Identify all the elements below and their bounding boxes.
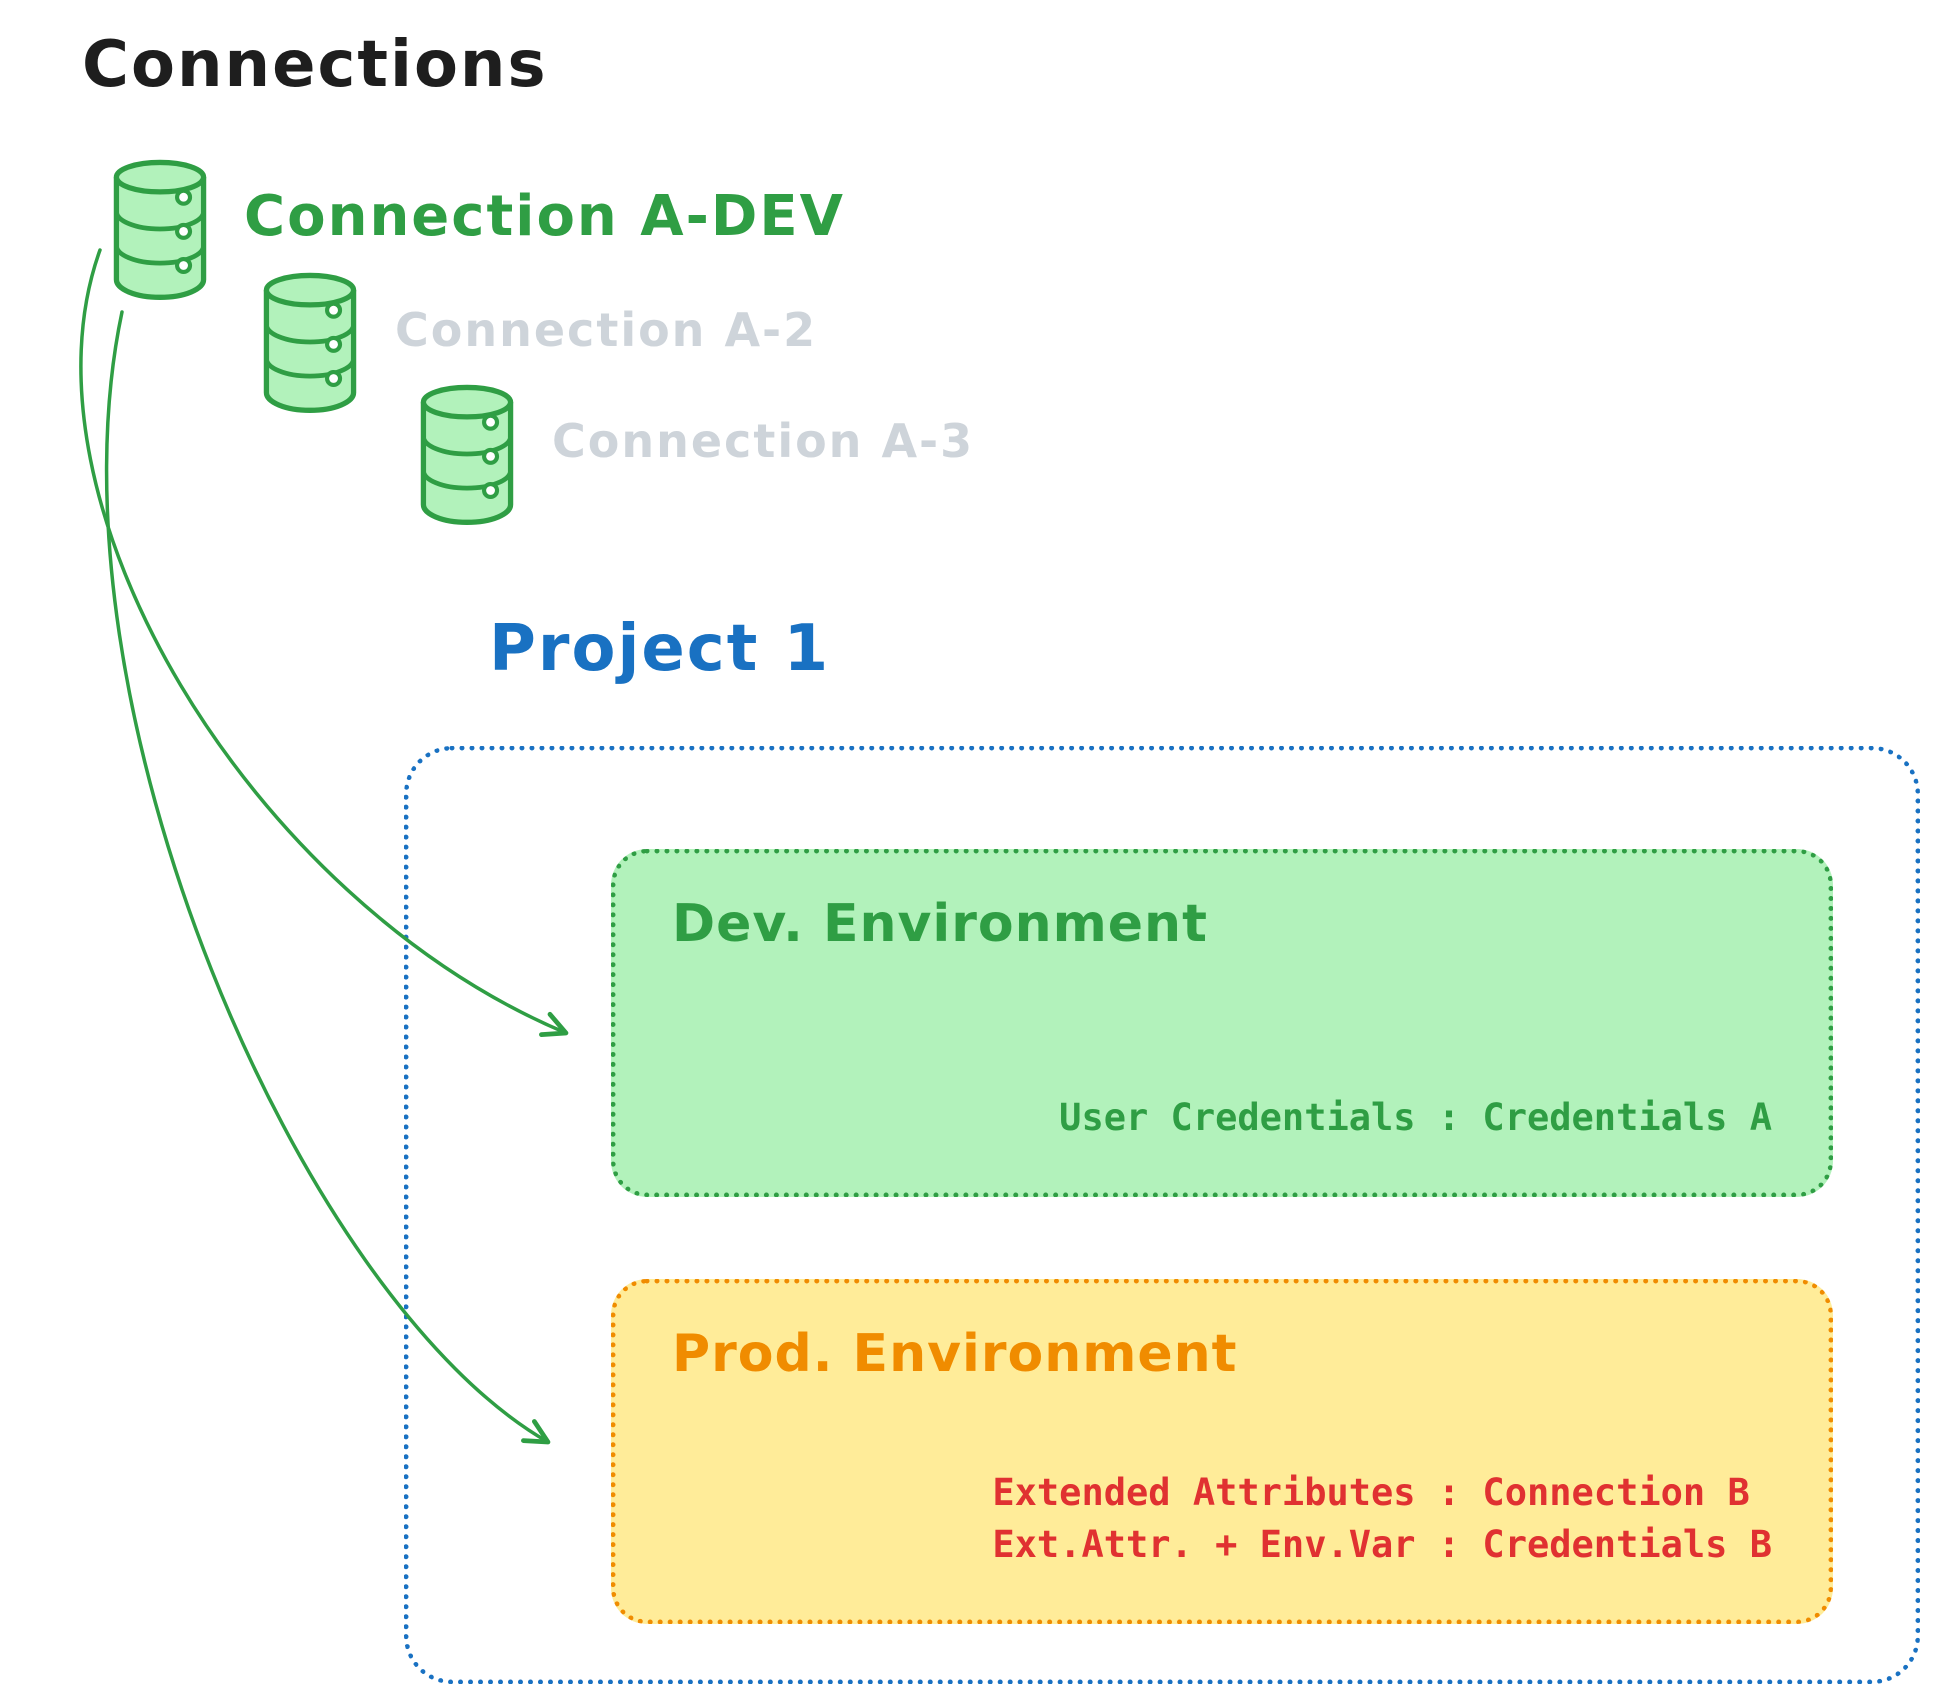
- ext-attr-env-var-line: Ext.Attr. + Env.Var : Credentials B: [992, 1523, 1772, 1566]
- connection-a-2-label: Connection A-2: [395, 303, 818, 357]
- connection-a-3: [414, 382, 520, 526]
- database-icon: [113, 159, 207, 300]
- database-icon: [420, 384, 514, 525]
- connection-a-dev: [107, 157, 213, 301]
- dev-environment-credentials: User Credentials : Credentials A: [1059, 1092, 1772, 1144]
- database-icon: [263, 272, 357, 413]
- prod-environment-box: Prod. Environment Extended Attributes : …: [611, 1279, 1833, 1624]
- dev-environment-title: Dev. Environment: [672, 894, 1208, 954]
- connection-a-dev-label: Connection A-DEV: [244, 184, 845, 249]
- diagram-title: Connections: [82, 28, 548, 102]
- user-credentials-line: User Credentials : Credentials A: [1059, 1096, 1772, 1139]
- prod-environment-credentials: Extended Attributes : Connection B Ext.A…: [992, 1467, 1772, 1571]
- project-title: Project 1: [489, 612, 831, 686]
- prod-environment-title: Prod. Environment: [672, 1324, 1238, 1384]
- connection-a-3-label: Connection A-3: [552, 414, 975, 468]
- dev-environment-box: Dev. Environment User Credentials : Cred…: [611, 849, 1833, 1197]
- connection-a-2: [257, 270, 363, 414]
- extended-attributes-line: Extended Attributes : Connection B: [992, 1471, 1750, 1514]
